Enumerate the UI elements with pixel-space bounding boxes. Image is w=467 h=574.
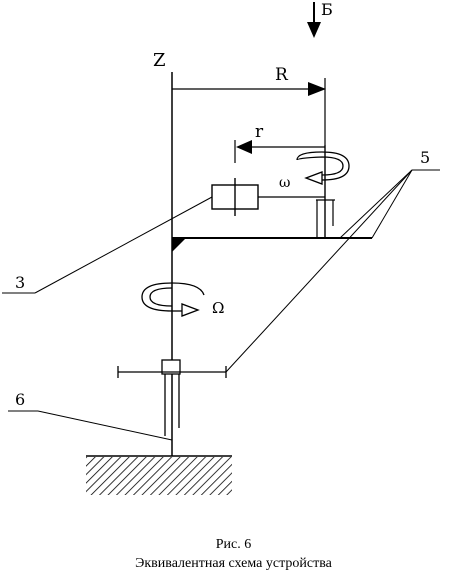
figure-title: Эквивалентная схема устройства	[135, 556, 332, 571]
large-rotation-arrow	[141, 282, 205, 317]
axis-z-label: Z	[153, 50, 166, 71]
figure-number: Рис. 6	[215, 537, 252, 552]
bearing	[117, 359, 227, 436]
radius-small-dimension	[234, 140, 325, 163]
radius-big-label: R	[275, 65, 289, 85]
callout-5-leader	[225, 169, 440, 373]
omega-big-label: Ω	[212, 299, 224, 317]
radius-big-dimension	[172, 78, 326, 145]
callout-3-label: 3	[15, 273, 25, 292]
arm-joint	[172, 238, 186, 252]
force-arrow	[307, 2, 321, 38]
ground-hatching	[86, 457, 232, 495]
callout-6-label: 6	[15, 390, 25, 409]
force-label: Б	[321, 0, 333, 19]
omega-small-label: ω	[279, 175, 290, 191]
callout-5-label: 5	[420, 148, 430, 167]
counterweight	[211, 178, 325, 216]
callout-6-leader	[8, 410, 173, 441]
small-rotation-arrow	[296, 151, 350, 185]
radius-small-label: r	[255, 122, 264, 142]
callout-3-leader	[2, 196, 213, 294]
small-axle	[316, 145, 335, 238]
